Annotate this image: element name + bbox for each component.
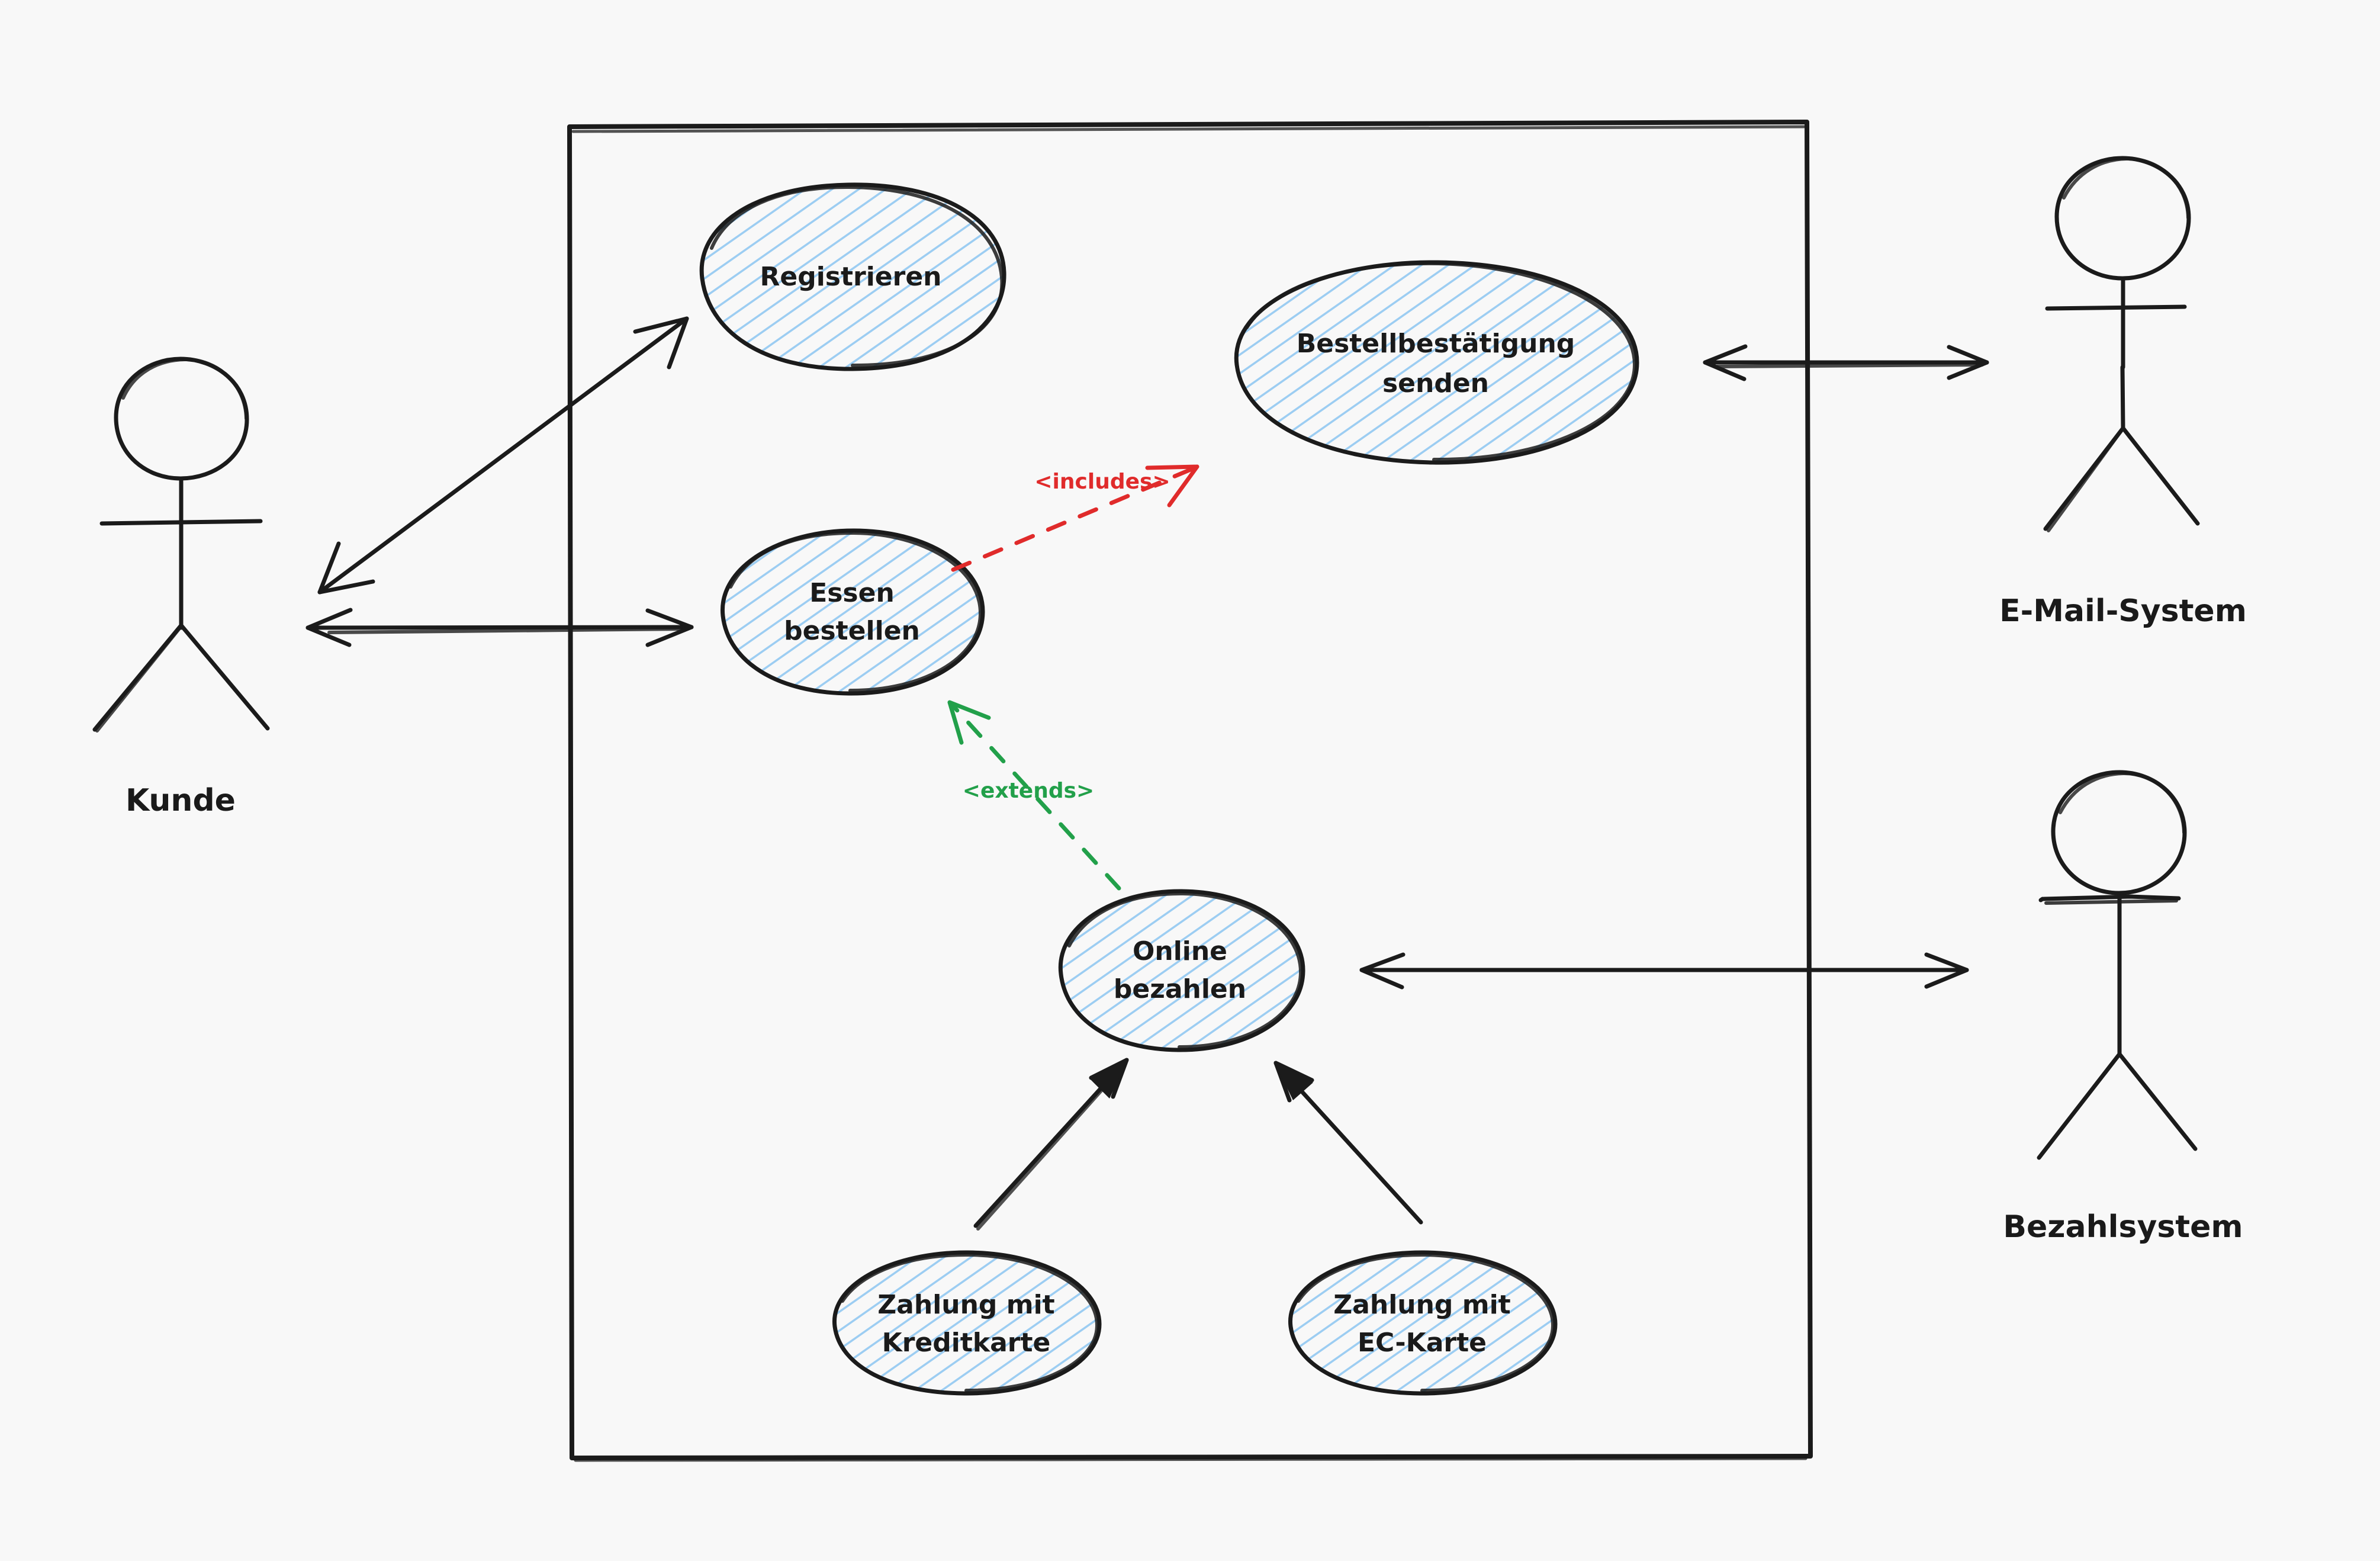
actor-email-system[interactable]: E-Mail-System: [1999, 156, 2247, 629]
use-case-essen-bestellen-label-line2: bestellen: [784, 616, 920, 646]
use-case-zahlung-eckarte[interactable]: Zahlung mit EC-Karte: [1288, 1250, 1558, 1396]
dependency-extends: <extends>: [947, 700, 1121, 891]
use-case-essen-bestellen-label-line1: Essen: [809, 578, 895, 608]
association-kunde-registrieren: [317, 316, 689, 595]
use-case-zahlung-eckarte-label-line2: EC-Karte: [1358, 1328, 1487, 1358]
use-case-zahlung-kreditkarte-label-line1: Zahlung mit: [877, 1290, 1054, 1320]
association-kreditkarte-online: [973, 1058, 1129, 1231]
actor-email-system-label: E-Mail-System: [1999, 593, 2247, 629]
association-bestellbestaetigung-email: [1703, 344, 1989, 381]
use-case-zahlung-eckarte-label-line1: Zahlung mit: [1333, 1290, 1510, 1320]
association-eckarte-online: [1273, 1061, 1423, 1225]
use-case-online-bezahlen-label-line2: bezahlen: [1114, 974, 1246, 1004]
actor-bezahlsystem[interactable]: Bezahlsystem: [2003, 770, 2243, 1245]
dependency-includes-label: <includes>: [1034, 470, 1170, 494]
dependency-extends-label: <extends>: [963, 779, 1094, 803]
use-case-essen-bestellen[interactable]: Essen bestellen: [721, 528, 985, 696]
association-online-bezahlsystem: [1359, 952, 1969, 990]
system-boundary-box: [567, 120, 1813, 1462]
actor-kunde[interactable]: Kunde: [92, 356, 270, 818]
use-case-registrieren[interactable]: Registrieren: [699, 182, 1006, 371]
use-case-bestellbestaetigung-label-line2: senden: [1382, 368, 1489, 399]
actor-kunde-label: Kunde: [126, 783, 236, 818]
use-case-bestellbestaetigung[interactable]: Bestellbestätigung senden: [1234, 260, 1639, 465]
association-kunde-essen: [305, 608, 694, 647]
use-case-registrieren-label: Registrieren: [760, 262, 941, 292]
use-case-online-bezahlen[interactable]: Online bezahlen: [1058, 889, 1305, 1052]
dependency-includes: <includes>: [951, 464, 1199, 572]
use-case-zahlung-kreditkarte-label-line2: Kreditkarte: [882, 1328, 1051, 1358]
use-case-online-bezahlen-label-line1: Online: [1133, 936, 1227, 966]
use-case-bestellbestaetigung-label-line1: Bestellbestätigung: [1297, 329, 1575, 359]
use-case-zahlung-kreditkarte[interactable]: Zahlung mit Kreditkarte: [832, 1250, 1102, 1396]
actor-bezahlsystem-label: Bezahlsystem: [2003, 1209, 2243, 1245]
